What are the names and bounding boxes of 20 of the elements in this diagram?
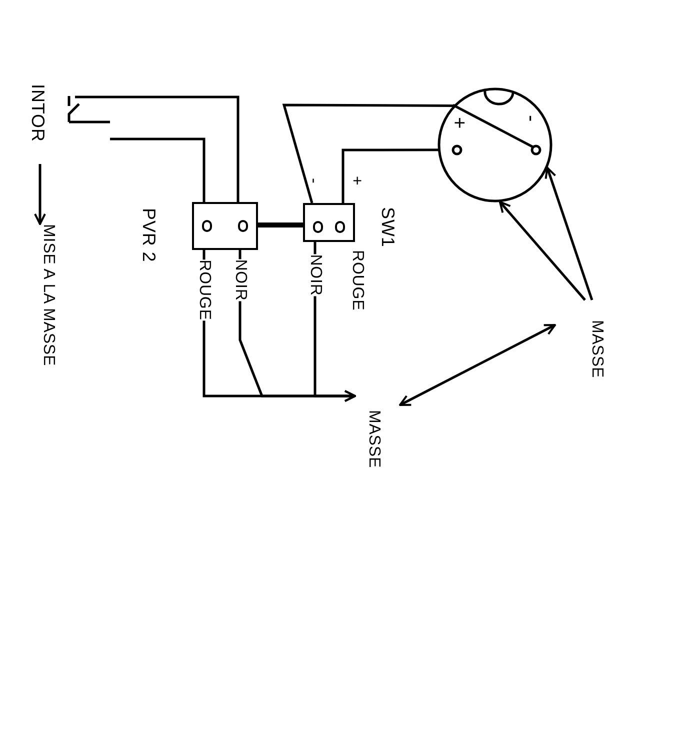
ground-label: MISE A LA MASSE (40, 224, 56, 368)
pin-label: ROUGE (349, 250, 365, 311)
pin-label: - (305, 178, 321, 184)
arrow (498, 200, 586, 301)
pin-label: + (348, 176, 364, 186)
arrow (544, 166, 594, 300)
arrow (34, 164, 46, 225)
arrow (399, 324, 556, 406)
plus-sign: + (449, 117, 469, 130)
switch-label: INTOR (29, 84, 47, 142)
minus-sign: - (521, 115, 541, 122)
wire (110, 96, 240, 202)
wire (110, 138, 206, 202)
ground-label: MASSE (366, 410, 382, 470)
component-label: SW1 (379, 207, 397, 248)
component-label: PVR 2 (140, 208, 158, 262)
thick-wire (258, 222, 303, 228)
wire (342, 148, 438, 203)
ground-label: MASSE (588, 320, 604, 380)
wire (282, 104, 454, 204)
